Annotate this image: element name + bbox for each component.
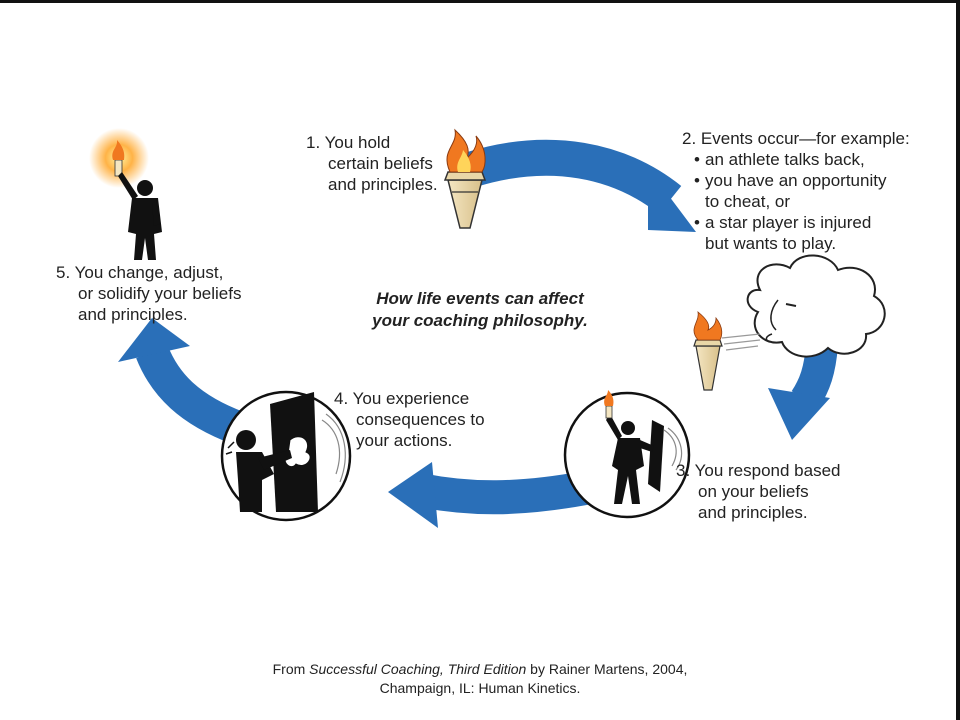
torch-icon <box>443 128 487 229</box>
respond-figure-icon <box>563 390 691 519</box>
cycle-arrow-1-to-2 <box>464 139 696 232</box>
step-5-text: 5. You change, adjust, or solidify your … <box>56 263 242 324</box>
step-1-text: 1. You hold certain beliefs and principl… <box>306 133 438 194</box>
step-2-bullet: •a star player is injured <box>694 213 872 232</box>
cycle-arrow-4-to-5 <box>118 318 245 444</box>
step-2-bullet: •you have an opportunity <box>694 171 887 190</box>
cycle-arrow-3-to-4 <box>388 462 589 528</box>
consequences-figure-icon <box>220 390 352 522</box>
raised-torch-figure-icon <box>89 128 162 260</box>
source-credit: From Successful Coaching, Third Edition … <box>272 661 688 696</box>
step-2-bullet: •an athlete talks back, <box>694 150 865 169</box>
step-2-text: 2. Events occur—for example: •an athlete… <box>682 129 910 253</box>
frame-top-edge <box>0 0 960 3</box>
diagram-center-title: How life events can affect your coaching… <box>372 289 588 330</box>
small-torch-icon <box>693 311 723 391</box>
step-3-text: 3. You respond based on your beliefs and… <box>676 461 841 522</box>
cycle-arrow-2-to-3 <box>768 343 838 440</box>
step-4-text: 4. You experience consequences to your a… <box>334 389 485 450</box>
wind-cloud-icon <box>721 254 886 358</box>
frame-right-edge <box>956 0 960 720</box>
